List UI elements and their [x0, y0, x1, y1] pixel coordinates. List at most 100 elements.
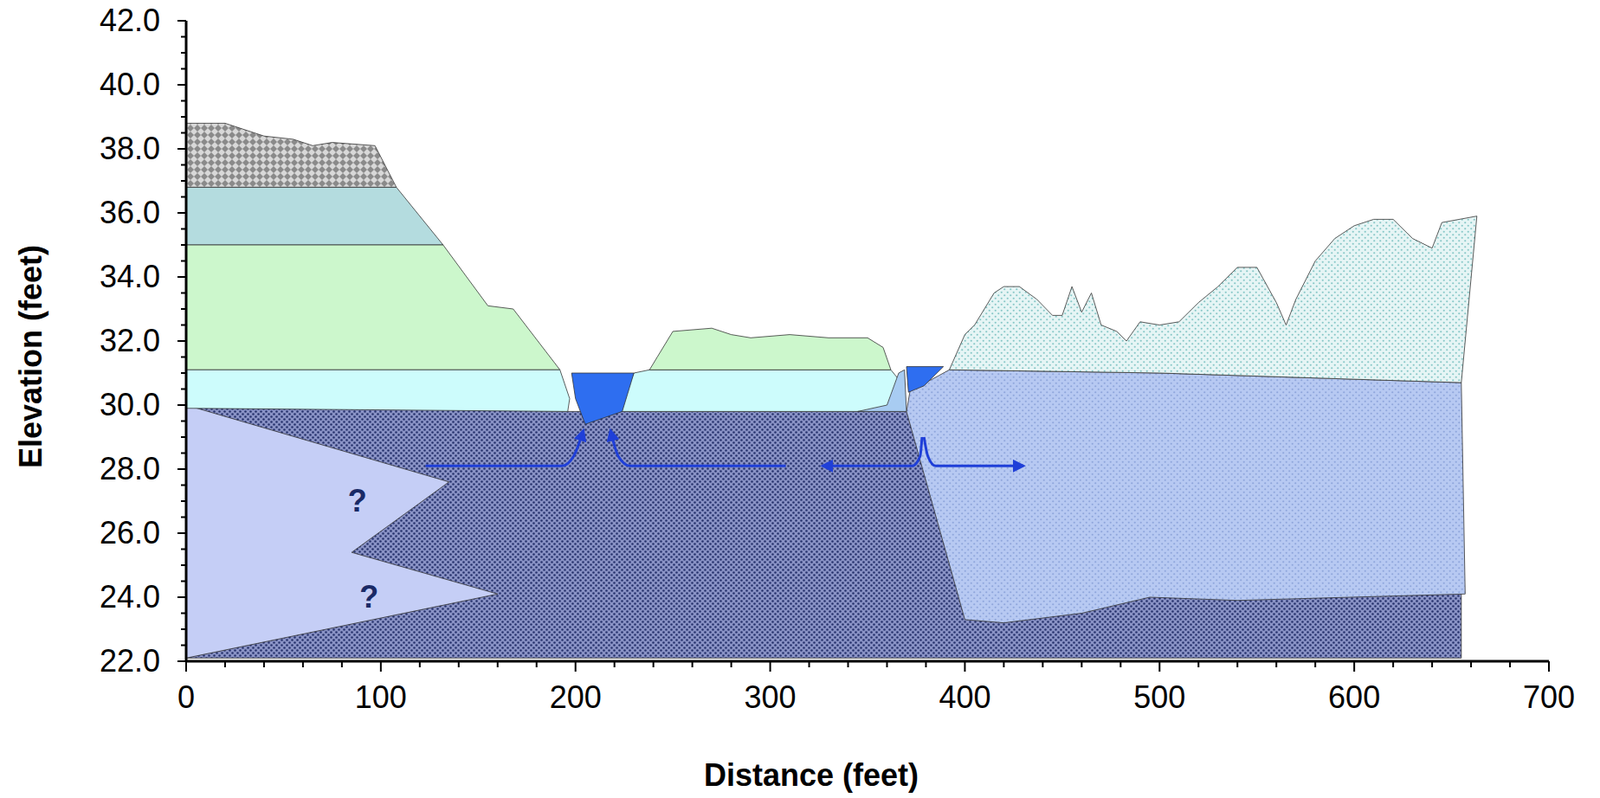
x-tick	[1158, 661, 1161, 672]
x-tick	[1353, 661, 1355, 672]
x-tick	[1314, 661, 1317, 668]
x-tick	[302, 661, 304, 668]
x-tick-label: 600	[1328, 682, 1381, 714]
left-wedge-layer	[186, 405, 498, 659]
y-tick-label: 30.0	[99, 389, 161, 421]
x-tick	[847, 661, 850, 668]
x-tick	[263, 661, 265, 668]
green-layer	[186, 245, 561, 370]
x-tick	[1236, 661, 1239, 668]
y-tick	[177, 468, 187, 471]
y-tick-label: 36.0	[99, 197, 161, 229]
y-tick	[177, 19, 187, 22]
mid-blue-strip	[858, 369, 907, 412]
y-tick	[180, 180, 187, 182]
mid-green-layer	[649, 328, 891, 370]
y-tick	[180, 420, 187, 423]
y-tick	[180, 196, 187, 199]
y-tick-label: 22.0	[99, 645, 161, 678]
x-tick	[1119, 661, 1122, 668]
x-tick	[1002, 661, 1005, 668]
cyan-layer	[186, 369, 570, 412]
y-tick	[180, 612, 187, 615]
unknown-mark: ?	[359, 581, 379, 613]
y-tick	[177, 660, 187, 663]
y-tick	[180, 244, 187, 246]
y-tick	[180, 292, 187, 295]
x-tick	[1509, 661, 1511, 668]
y-tick	[177, 596, 187, 599]
right-aquifer-layer	[906, 369, 1465, 623]
y-tick-label: 24.0	[99, 581, 161, 613]
x-tick	[652, 661, 655, 668]
x-tick	[458, 661, 460, 668]
y-tick	[180, 564, 187, 567]
y-tick	[180, 580, 187, 583]
x-tick	[1275, 661, 1278, 668]
y-tick	[180, 228, 187, 231]
x-tick-label: 400	[938, 682, 991, 714]
y-tick	[180, 500, 187, 503]
x-tick	[769, 661, 772, 672]
y-tick	[180, 100, 187, 103]
y-tick-label: 42.0	[99, 5, 161, 37]
flow-arrow	[822, 437, 923, 466]
x-tick	[185, 661, 188, 672]
flow-arrow	[425, 431, 584, 467]
x-tick	[730, 661, 733, 668]
y-tick	[180, 116, 187, 118]
x-tick	[1431, 661, 1433, 668]
x-tick	[924, 661, 927, 668]
y-tick-label: 28.0	[99, 453, 161, 485]
y-tick	[180, 388, 187, 391]
x-tick	[808, 661, 811, 668]
x-tick	[963, 661, 966, 672]
y-tick	[180, 260, 187, 263]
y-tick	[180, 36, 187, 39]
y-tick	[177, 532, 187, 535]
y-tick	[177, 83, 187, 86]
right-channel-water	[906, 367, 944, 394]
y-tick-label: 26.0	[99, 517, 161, 549]
y-tick	[177, 212, 187, 214]
x-tick	[1548, 661, 1550, 672]
y-tick	[180, 516, 187, 519]
x-tick-label: 500	[1133, 682, 1186, 714]
y-tick	[180, 484, 187, 487]
y-tick	[177, 148, 187, 150]
y-tick	[180, 628, 187, 631]
right-dune-layer	[948, 216, 1477, 383]
left-channel-water	[571, 373, 634, 425]
unknown-mark: ?	[348, 485, 368, 517]
y-tick	[180, 372, 187, 375]
x-tick-label: 0	[177, 682, 195, 714]
mid-cyan-layer	[618, 369, 903, 412]
x-tick	[1470, 661, 1472, 668]
y-tick	[180, 308, 187, 310]
x-tick-label: 700	[1522, 682, 1575, 714]
x-tick	[613, 661, 616, 668]
y-tick	[180, 68, 187, 71]
y-tick	[180, 164, 187, 167]
x-tick	[1392, 661, 1394, 668]
flow-arrow	[610, 431, 786, 467]
x-tick	[224, 661, 226, 668]
y-tick	[180, 452, 187, 455]
x-tick	[496, 661, 499, 668]
x-axis	[186, 660, 1549, 664]
y-axis-title: Elevation (feet)	[15, 245, 47, 469]
x-tick-label: 100	[354, 682, 407, 714]
teal-layer	[186, 187, 444, 246]
x-tick	[574, 661, 577, 672]
x-tick	[535, 661, 538, 668]
y-tick	[177, 340, 187, 342]
y-tick	[177, 276, 187, 278]
y-tick	[180, 356, 187, 359]
y-tick	[177, 404, 187, 407]
y-tick	[180, 548, 187, 551]
x-tick-label: 200	[549, 682, 602, 714]
flow-arrow	[923, 437, 1024, 466]
